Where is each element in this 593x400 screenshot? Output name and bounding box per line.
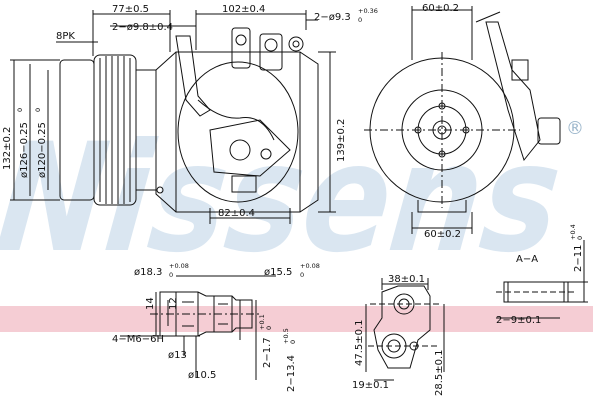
dim-9-3: 2−ø9.3 — [314, 12, 351, 23]
side-view — [364, 6, 561, 234]
dim-19: 19±0.1 — [352, 380, 389, 391]
dim-18-3: ø18.3 — [134, 267, 162, 278]
fitting-top-right — [259, 33, 283, 71]
dim-thread: 4−M6−6H — [112, 334, 164, 345]
dim-1-7-tol2: 0 — [265, 326, 273, 330]
dim-132: 132±0.2 — [2, 127, 13, 170]
dim-9: 2−9±0.1 — [496, 315, 541, 326]
dim-bottom-60: 60±0.2 — [424, 229, 461, 240]
dim-14: 14 — [145, 297, 156, 310]
dim-10-5: ø10.5 — [188, 370, 216, 381]
watermark-text: Nissens — [0, 111, 568, 286]
dim-47-5: 47.5±0.1 — [354, 319, 365, 366]
dim-15-5: ø15.5 — [264, 267, 292, 278]
dim-15-5-tol: +0.08 — [300, 262, 320, 270]
dim-13-4-tol2: 0 — [289, 340, 297, 344]
section-view — [496, 240, 588, 319]
dim-126: ø126−0.25 — [19, 122, 30, 178]
watermark-registered: ® — [566, 118, 584, 139]
dim-126-tol: 0 — [16, 108, 24, 112]
pink-band — [0, 306, 593, 332]
dim-38: 38±0.1 — [388, 274, 425, 285]
dim-9-3-tol: +0.36 — [358, 7, 378, 15]
dim-15-5-tol2: 0 — [300, 271, 304, 279]
dim-28-5: 28.5±0.1 — [434, 349, 445, 396]
dim-13: ø13 — [168, 350, 187, 361]
dim-120-tol: 0 — [34, 108, 42, 112]
wire-harness — [197, 99, 275, 141]
compressor-body — [155, 51, 319, 213]
dim-11-tol: +0.4 — [569, 224, 577, 240]
dim-8pk: 8PK — [56, 31, 75, 42]
fitting-top-left — [231, 27, 251, 69]
dim-13-4-tol: +0.5 — [282, 328, 290, 344]
front-view — [10, 10, 336, 224]
flange-port-lower — [381, 333, 407, 359]
dim-13-4: 2−13.4 — [286, 355, 297, 392]
dimension-labels: 77±0.5 2−ø9.8±0.4 102±0.4 2−ø9.3 +0.36 0… — [2, 3, 584, 396]
body-rib — [177, 61, 299, 203]
dim-12: 12 — [168, 297, 179, 310]
connector-side — [485, 21, 541, 162]
dim-9-3-tol2: 0 — [358, 16, 362, 24]
dim-top-60: 60±0.2 — [422, 3, 459, 14]
pulley-groove-lines — [99, 56, 131, 204]
dim-18-3-tol2: 0 — [169, 271, 173, 279]
dim-102: 102±0.4 — [222, 4, 265, 15]
dim-77: 77±0.5 — [112, 4, 149, 15]
connector-plug — [175, 35, 211, 117]
flange-outline — [373, 285, 431, 369]
section-title: A−A — [516, 254, 538, 265]
dim-139: 139±0.2 — [336, 119, 347, 162]
dim-11: 2−11 — [573, 245, 584, 272]
dim-82: 82±0.4 — [218, 208, 255, 219]
dim-1-7-tol: +0.1 — [258, 314, 266, 330]
dim-120: ø120−0.25 — [37, 122, 48, 178]
valve-block — [209, 119, 291, 177]
dim-1-7: 2−1.7 — [262, 337, 273, 368]
port-detail — [120, 275, 276, 380]
dim-11-tol2: 0 — [576, 236, 584, 240]
flange-view — [365, 278, 445, 381]
dim-18-3-tol: +0.08 — [169, 262, 189, 270]
dim-9-8: 2−ø9.8±0.4 — [112, 22, 173, 33]
